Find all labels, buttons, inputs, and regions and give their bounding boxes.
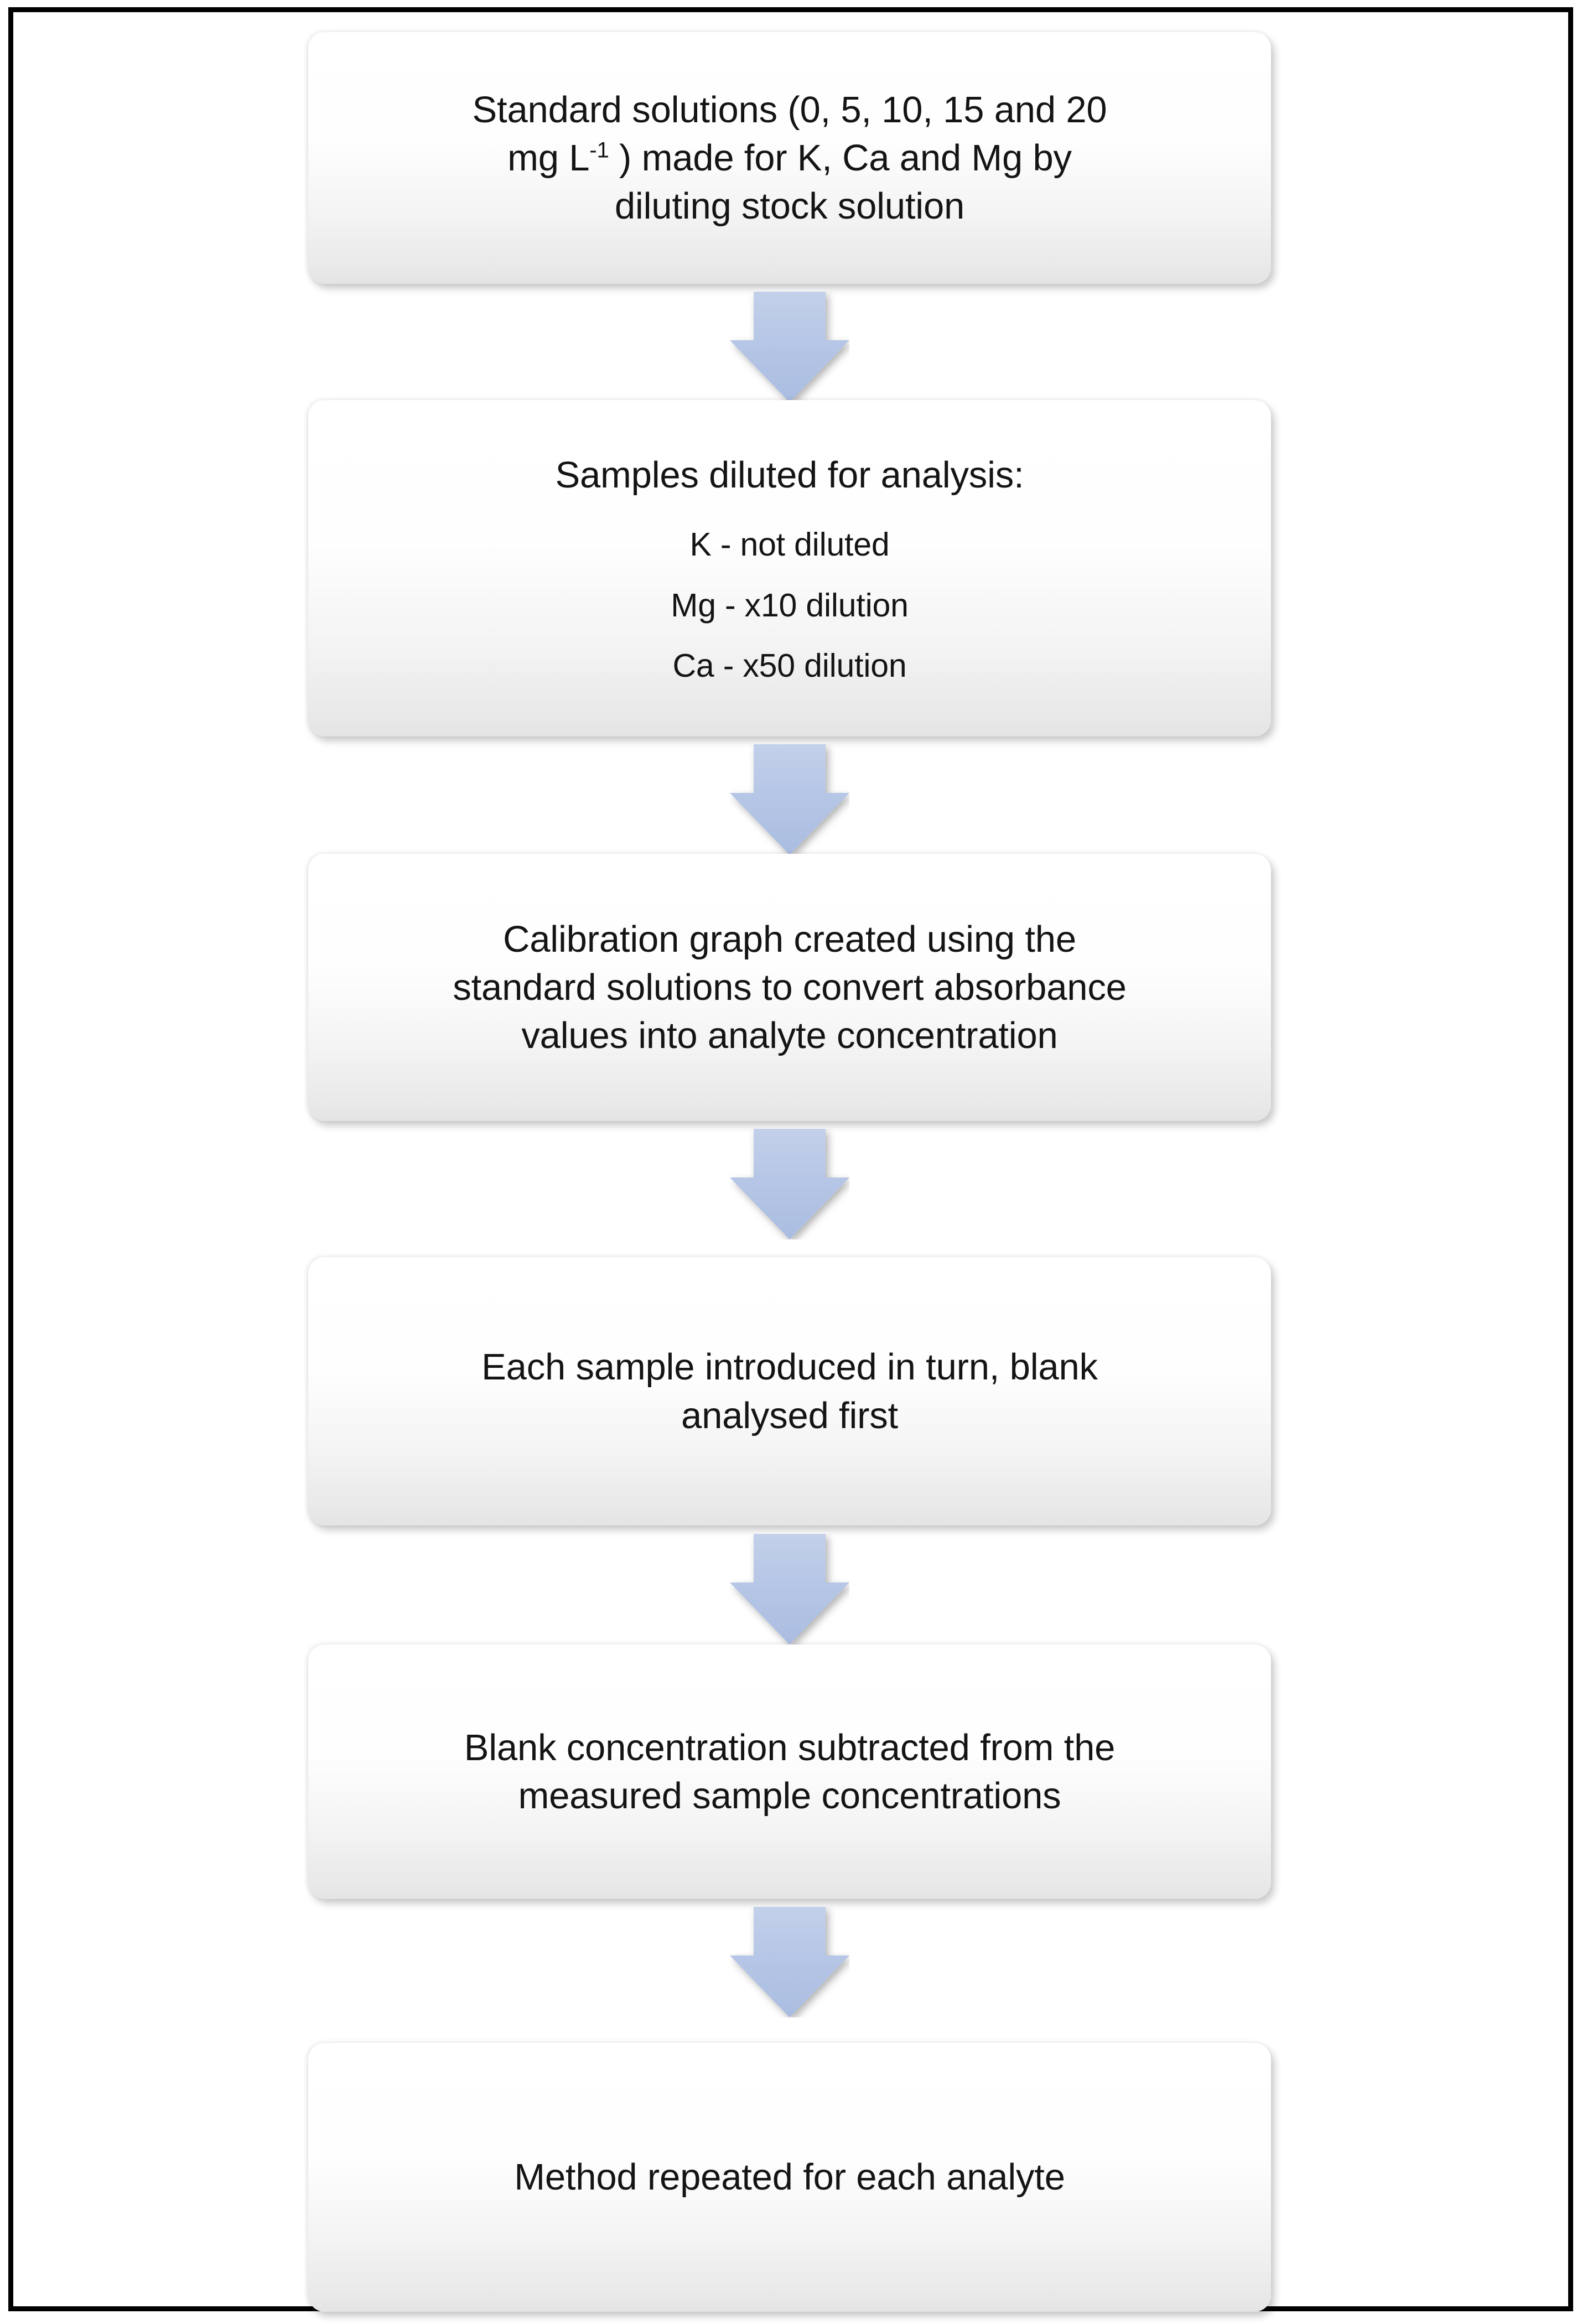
- flowchart-column: Standard solutions (0, 5, 10, 15 and 20 …: [308, 0, 1271, 2324]
- node-line-2-suffix: ) made for K, Ca and Mg by: [609, 137, 1072, 179]
- process-node-standard-solutions[interactable]: Standard solutions (0, 5, 10, 15 and 20 …: [308, 32, 1271, 284]
- down-arrow-icon-2: [730, 744, 849, 855]
- process-node-method-repeated[interactable]: Method repeated for each analyte: [308, 2043, 1271, 2312]
- node-line-3: diluting stock solution: [614, 185, 965, 227]
- dilution-item-mg: Mg - x10 dilution: [671, 587, 909, 624]
- node-line-2: mg L-1 ) made for K, Ca and Mg by: [336, 134, 1243, 182]
- process-node-calibration-graph[interactable]: Calibration graph created using the stan…: [308, 854, 1271, 1121]
- dilution-item-k: K - not diluted: [689, 526, 890, 563]
- down-arrow-icon-1: [730, 292, 849, 402]
- down-arrow-icon-3: [730, 1129, 849, 1239]
- node-line-1: Standard solutions (0, 5, 10, 15 and 20: [472, 89, 1107, 131]
- node-line-1: Calibration graph created using the: [503, 918, 1076, 960]
- node-line-2: measured sample concentrations: [518, 1775, 1061, 1817]
- superscript-exponent: -1: [589, 137, 609, 163]
- node-line-1: Each sample introduced in turn, blank: [481, 1346, 1098, 1388]
- process-node-samples-diluted[interactable]: Samples diluted for analysis: K - not di…: [308, 400, 1271, 736]
- node-line-1: Method repeated for each analyte: [514, 2156, 1065, 2198]
- node-heading: Samples diluted for analysis:: [555, 454, 1024, 496]
- process-node-sample-introduction[interactable]: Each sample introduced in turn, blank an…: [308, 1257, 1271, 1526]
- down-arrow-icon-5: [730, 1907, 849, 2017]
- node-line-3: values into analyte concentration: [521, 1015, 1058, 1057]
- node-line-2: analysed first: [681, 1394, 898, 1436]
- down-arrow-icon-4: [730, 1534, 849, 1645]
- node-line-2: standard solutions to convert absorbance: [453, 966, 1127, 1008]
- dilution-item-ca: Ca - x50 dilution: [672, 647, 907, 684]
- node-line-2-prefix: mg L: [507, 137, 590, 179]
- node-line-1: Blank concentration subtracted from the: [464, 1726, 1116, 1768]
- process-node-blank-subtraction[interactable]: Blank concentration subtracted from the …: [308, 1645, 1271, 1899]
